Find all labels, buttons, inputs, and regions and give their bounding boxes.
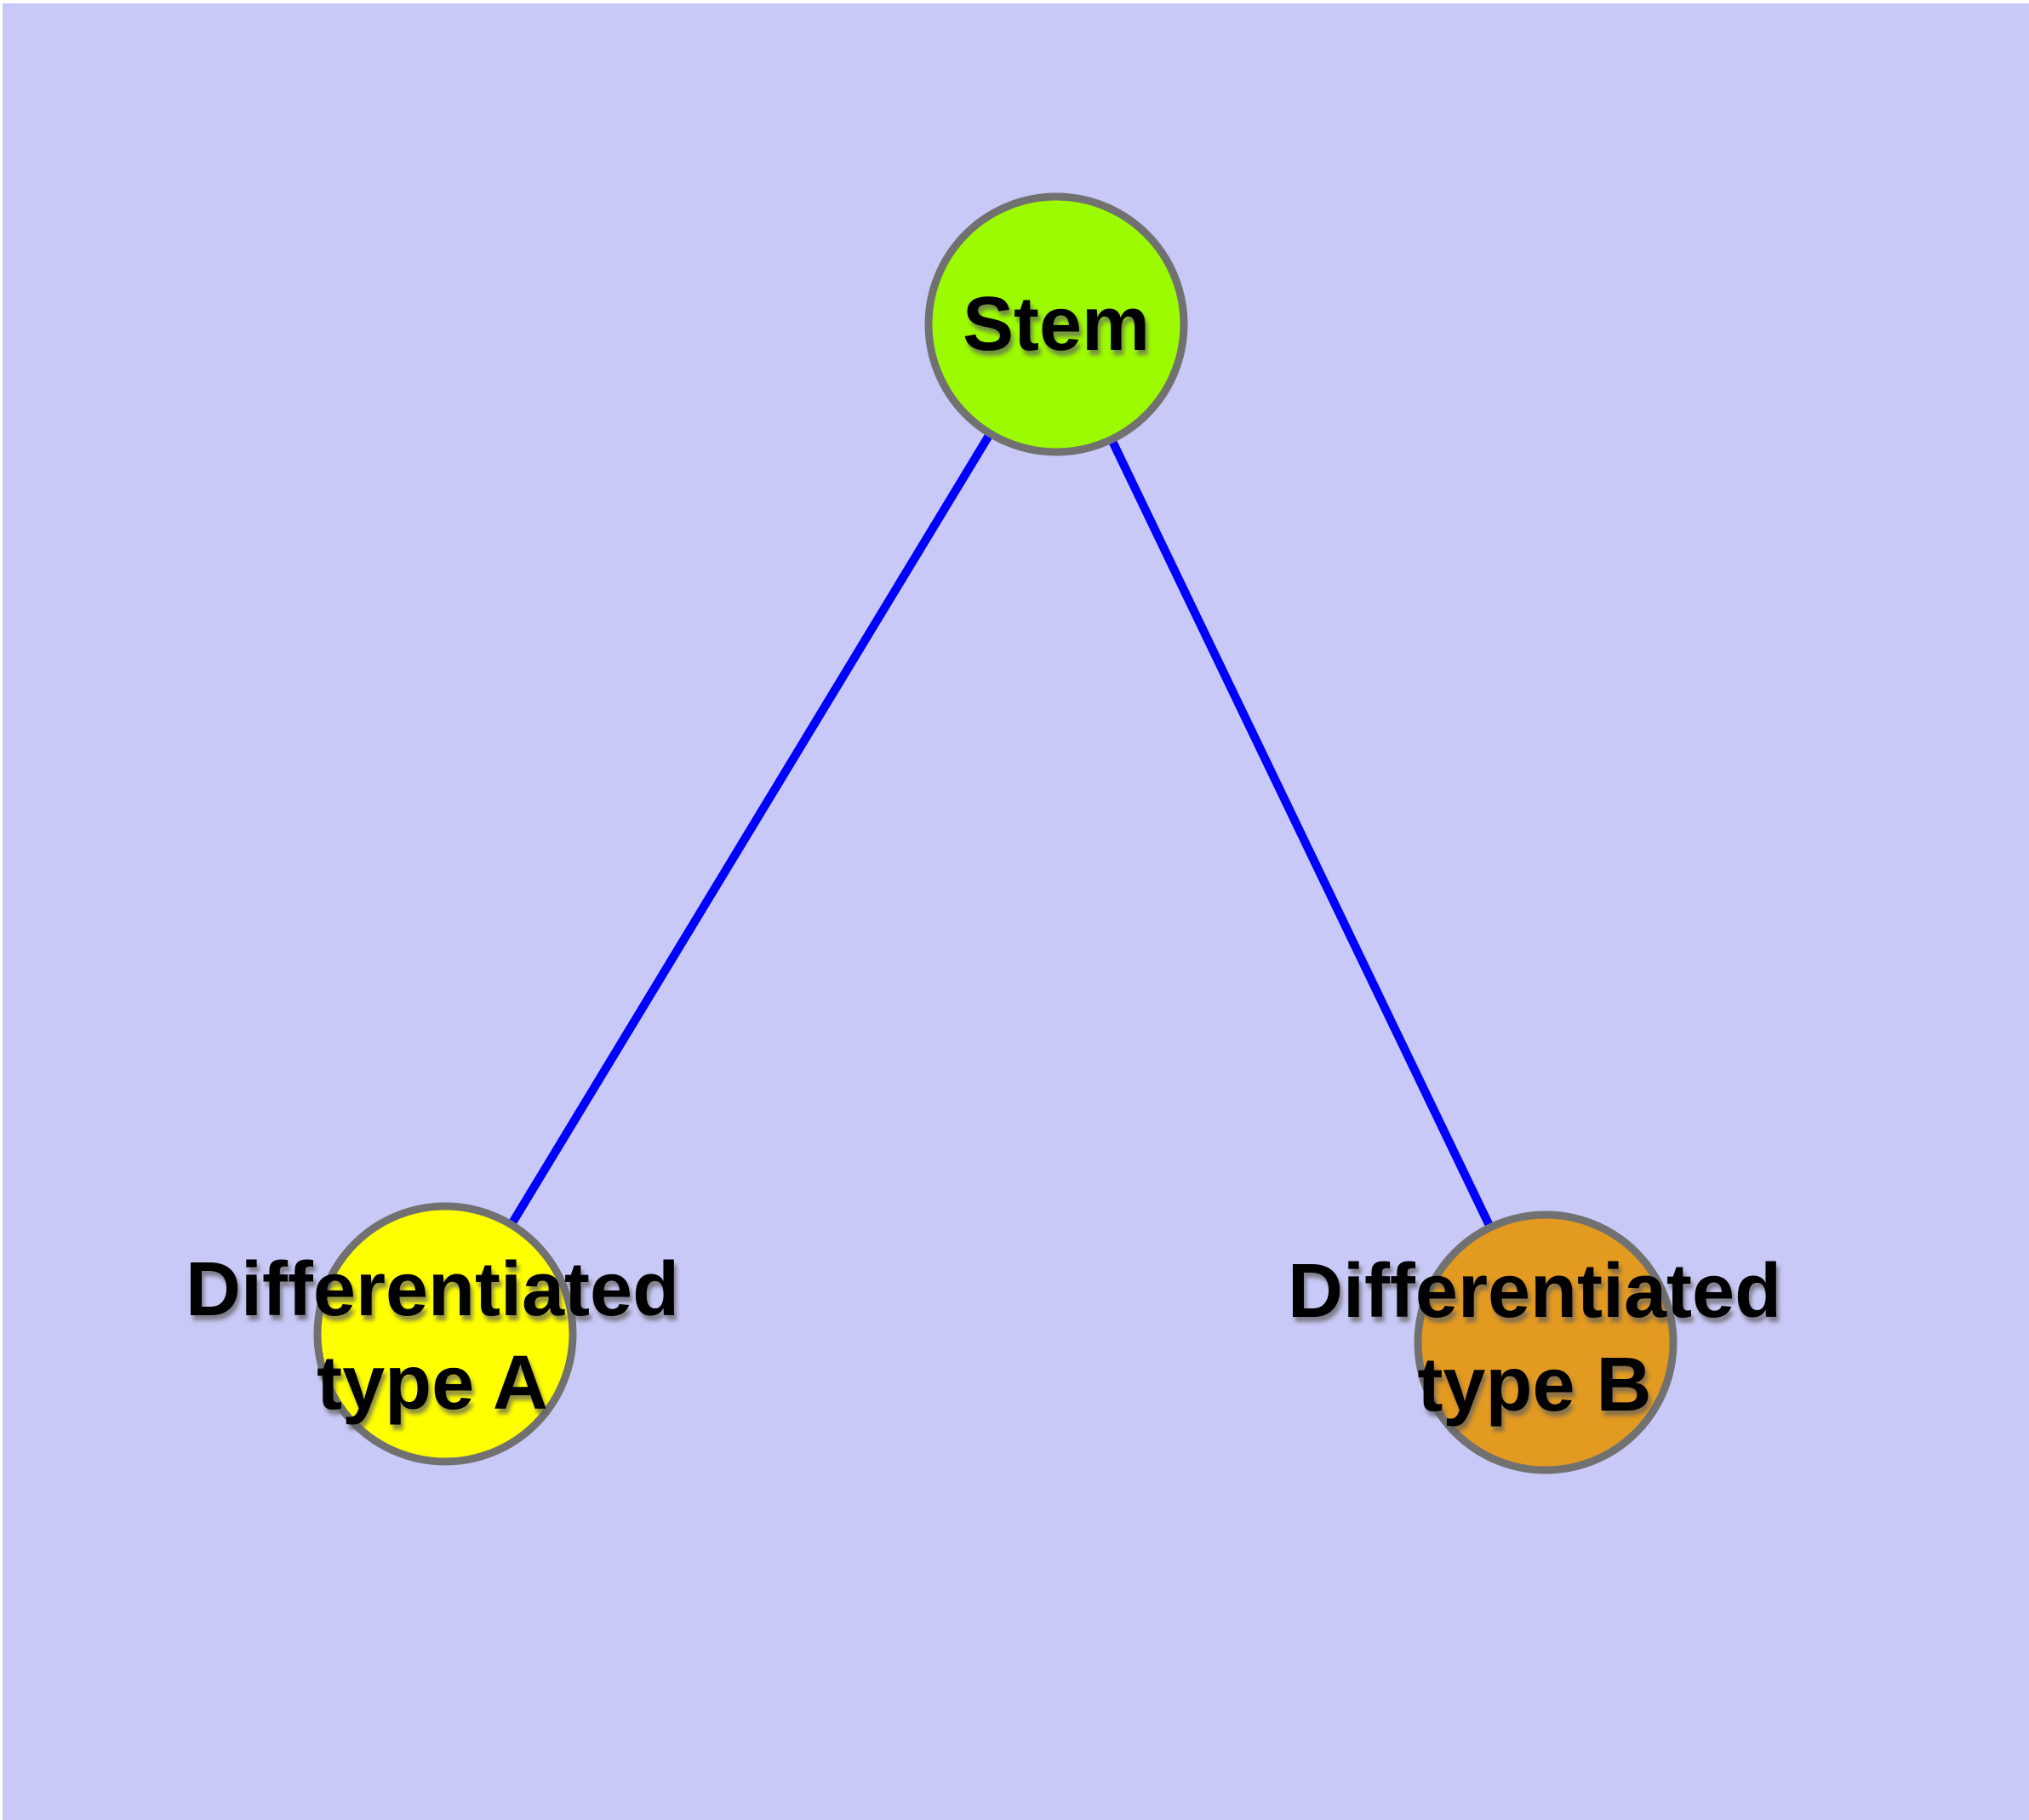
edge-stem-to-type-a: [441, 322, 1060, 1336]
type-b-label-line1: Differentiated: [1287, 1249, 1782, 1334]
node-type-b-circle: [1414, 1210, 1677, 1474]
edge-stem-to-type-b: [1052, 322, 1550, 1345]
stem-node-label: Stem: [963, 278, 1150, 371]
type-a-label-line2: type A: [317, 1341, 548, 1426]
node-stem-circle: [924, 192, 1188, 456]
type-a-label-line1: Differentiated: [185, 1247, 680, 1332]
type-b-node-label: Differentiated type B: [1288, 1245, 1781, 1432]
stem-label-text: Stem: [962, 282, 1151, 367]
node-type-a-circle: [313, 1202, 577, 1466]
diagram-graphic: [313, 192, 1677, 1474]
diagram-canvas: Stem Differentiated type A Differentiate…: [3, 3, 2029, 1820]
type-b-label-line2: type B: [1417, 1342, 1652, 1428]
type-a-node-label: Differentiated type A: [186, 1243, 679, 1430]
